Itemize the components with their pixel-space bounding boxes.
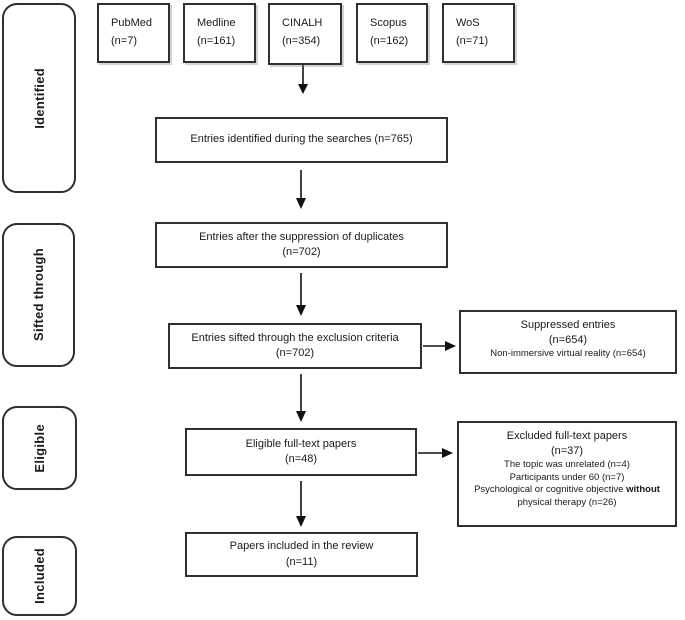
side-box-reason: Participants under 60 (n=7) [509,471,625,483]
side-box-count: (n=37) [550,444,584,457]
arrow-sifted-to-suppressed [423,341,456,351]
database-box-wos: WoS (n=71) [442,3,515,63]
flow-box-sifted-exclusion-criteria: Entries sifted through the exclusion cri… [168,323,422,369]
flow-box-text: Papers included in the review [229,540,374,553]
flow-box-text: Entries sifted through the exclusion cri… [191,331,399,344]
flow-box-text: Eligible full-text papers [245,437,357,450]
side-box-excluded-full-text: Excluded full-text papers (n=37) The top… [457,421,677,527]
arrow-cinalh-to-searches [298,65,308,94]
stage-label-text: Identified [31,67,47,129]
database-count: (n=71) [456,35,489,48]
stage-label-text: Included [32,548,47,604]
database-box-cinalh: CINALH (n=354) [268,3,342,65]
stage-label-eligible: Eligible [2,406,77,490]
database-name: CINALH [282,17,323,29]
database-name: PubMed [111,17,152,29]
database-count: (n=7) [111,35,137,48]
side-box-reason: The topic was unrelated (n=4) [504,458,630,470]
arrow-searches-to-duplicates [296,170,306,209]
flow-box-eligible-full-text: Eligible full-text papers (n=48) [185,428,417,476]
stage-label-sifted-through: Sifted through [2,223,75,367]
database-box-medline: Medline (n=161) [183,3,256,63]
reason-text: Psychological or cognitive objective [474,484,627,496]
database-count: (n=162) [370,35,409,48]
side-box-title: Suppressed entries [520,319,616,331]
stage-label-included: Included [2,536,77,616]
database-count: (n=161) [197,35,236,48]
arrow-eligible-to-excluded [418,448,453,458]
reason-text: physical therapy (n=26) [517,497,617,509]
flow-box-count: (n=702) [275,347,315,359]
arrow-eligible-to-included [296,481,306,527]
side-box-reason: Psychological or cognitive objective wit… [463,484,671,510]
database-name: Scopus [370,17,407,29]
flow-box-text: Entries identified during the searches (… [190,133,413,146]
flow-box-entries-identified: Entries identified during the searches (… [155,117,448,163]
stage-label-identified: Identified [2,3,76,193]
database-name: Medline [197,17,236,29]
side-box-suppressed-entries: Suppressed entries (n=654) Non-immersive… [459,310,677,374]
side-box-title: Excluded full-text papers [506,430,628,442]
flow-box-count: (n=11) [285,555,318,568]
stage-label-text: Eligible [32,423,47,473]
flow-box-text: Entries after the suppression of duplica… [199,230,404,243]
reason-text-bold: without [626,484,660,496]
database-box-pubmed: PubMed (n=7) [97,3,170,63]
stage-label-text: Sifted through [31,248,46,342]
flow-box-count: (n=48) [284,453,318,465]
flow-box-count: (n=702) [282,246,321,258]
arrow-duplicates-to-sifted [296,273,306,316]
flow-box-after-duplicates: Entries after the suppression of duplica… [155,222,448,268]
side-box-count: (n=654) [548,333,588,346]
database-box-scopus: Scopus (n=162) [356,3,428,63]
flow-box-papers-included: Papers included in the review (n=11) [185,532,418,577]
arrow-sifted-to-eligible [296,374,306,422]
database-name: WoS [456,17,480,29]
database-count: (n=354) [282,35,321,48]
side-box-reason: Non-immersive virtual reality (n=654) [490,347,646,359]
